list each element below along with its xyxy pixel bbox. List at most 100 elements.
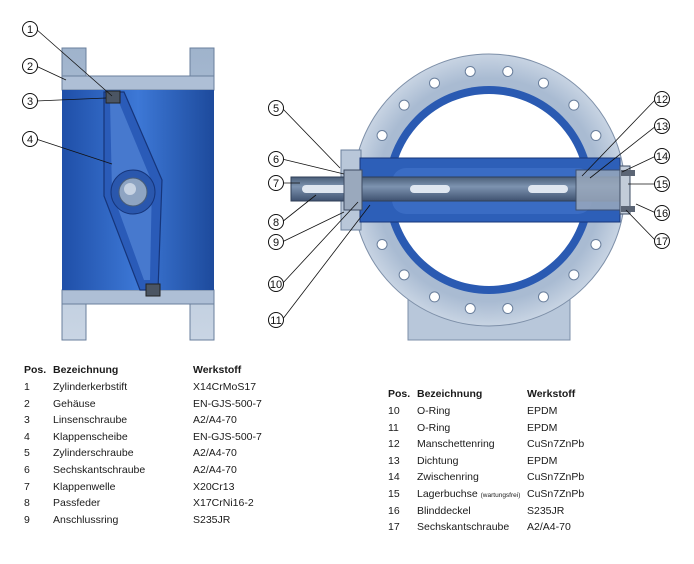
row-name: Gehäuse <box>53 397 96 410</box>
row-material: CuSn7ZnPb <box>527 487 585 500</box>
callout-13: 13 <box>654 118 670 134</box>
row-pos: 3 <box>24 414 30 427</box>
callout-6: 6 <box>268 151 284 167</box>
callout-label: 1 <box>27 24 33 36</box>
row-name: Zylinderkerbstift <box>53 381 128 393</box>
table-row: 2 Gehäuse EN-GJS-500-7 <box>24 398 262 415</box>
row-pos: 7 <box>24 480 30 493</box>
bolt-hole <box>537 77 549 89</box>
callout-label: 5 <box>273 103 279 115</box>
row-pos: 15 <box>388 487 400 500</box>
bolt-hole <box>398 99 410 111</box>
header-material: Werkstoff <box>193 364 242 376</box>
callout-label: 13 <box>656 121 668 133</box>
callout-3: 3 <box>22 93 38 109</box>
row-name-cell: Lagerbuchse (wartungsfrei) <box>417 488 527 505</box>
row-name: Klappenwelle <box>53 480 116 493</box>
row-name: Linsenschraube <box>53 414 128 427</box>
row-material: CuSn7ZnPb <box>527 438 585 451</box>
header-pos: Pos. <box>24 364 47 376</box>
row-name-cell: O-Ring <box>417 405 527 422</box>
row-name-cell: O-Ring <box>417 422 527 439</box>
row-pos: 12 <box>388 438 400 451</box>
bolt-hole <box>429 291 441 303</box>
bolt-hole <box>464 303 476 315</box>
row-material: X17CrNi16-2 <box>193 497 254 510</box>
callout-label: 11 <box>270 315 281 327</box>
cylinder-pin-bottom <box>145 283 161 297</box>
callout-16: 16 <box>654 205 670 221</box>
row-name-cell: Zylinderkerbstift <box>53 381 193 398</box>
bolt-hole <box>537 291 549 303</box>
callout-label: 6 <box>273 154 279 166</box>
row-pos: 4 <box>24 430 30 443</box>
blind-cover <box>619 165 631 215</box>
row-pos: 16 <box>388 504 400 517</box>
row-name-cell: Klappenscheibe <box>53 431 193 448</box>
housing-bottom-rim <box>61 289 215 305</box>
row-material: EN-GJS-500-7 <box>193 397 262 410</box>
row-name: Lagerbuchse <box>417 487 478 500</box>
header-name: Bezeichnung <box>417 388 483 400</box>
callout-label: 9 <box>273 237 279 249</box>
row-pos: 6 <box>24 463 30 476</box>
row-pos: 13 <box>388 454 400 467</box>
callout-label: 7 <box>273 178 279 190</box>
callout-label: 8 <box>273 217 279 229</box>
header-material: Werkstoff <box>527 388 576 400</box>
bushing-right <box>575 169 629 211</box>
table-row: 7 Klappenwelle X20Cr13 <box>24 481 262 498</box>
callout-label: 12 <box>656 94 668 106</box>
row-name-cell: Zylinderschraube <box>53 447 193 464</box>
row-material: A2/A4-70 <box>527 521 571 534</box>
callout-label: 15 <box>656 179 668 191</box>
row-name: Passfeder <box>53 497 101 510</box>
callout-label: 17 <box>656 236 668 248</box>
housing-top-rim <box>61 75 215 91</box>
row-name-cell: Sechskantschraube <box>53 464 193 481</box>
row-name-cell: Sechskantschraube <box>417 521 527 538</box>
row-name-cell: Gehäuse <box>53 398 193 415</box>
row-material: X20Cr13 <box>193 480 235 493</box>
leader-lines <box>35 28 657 321</box>
row-material: EPDM <box>527 454 558 467</box>
bolt-hole <box>568 269 580 281</box>
row-material: EPDM <box>527 421 558 434</box>
bolt-hole <box>429 77 441 89</box>
row-material: S235JR <box>193 513 231 526</box>
callout-label: 14 <box>656 151 668 163</box>
row-pos: 9 <box>24 513 30 526</box>
row-material: A2/A4-70 <box>193 414 237 427</box>
row-pos: 1 <box>24 381 30 393</box>
callout-5: 5 <box>268 100 284 116</box>
callout-12: 12 <box>654 91 670 107</box>
bolt-hole <box>464 65 476 77</box>
key <box>302 185 350 193</box>
row-name: Dichtung <box>417 454 459 467</box>
callout-2: 2 <box>22 58 38 74</box>
row-pos: 8 <box>24 497 30 510</box>
row-material: A2/A4-70 <box>193 447 237 460</box>
callout-14: 14 <box>654 148 670 164</box>
table-header-row: Pos. Bezeichnung Werkstoff <box>24 364 262 381</box>
row-name: O-Ring <box>417 421 451 434</box>
row-pos: 10 <box>388 405 400 417</box>
row-pos: 2 <box>24 397 30 410</box>
front-view <box>290 53 635 341</box>
bolt-hole <box>590 238 602 250</box>
callout-7: 7 <box>268 175 284 191</box>
callout-10: 10 <box>268 276 284 292</box>
callout-17: 17 <box>654 233 670 249</box>
callout-4: 4 <box>22 131 38 147</box>
